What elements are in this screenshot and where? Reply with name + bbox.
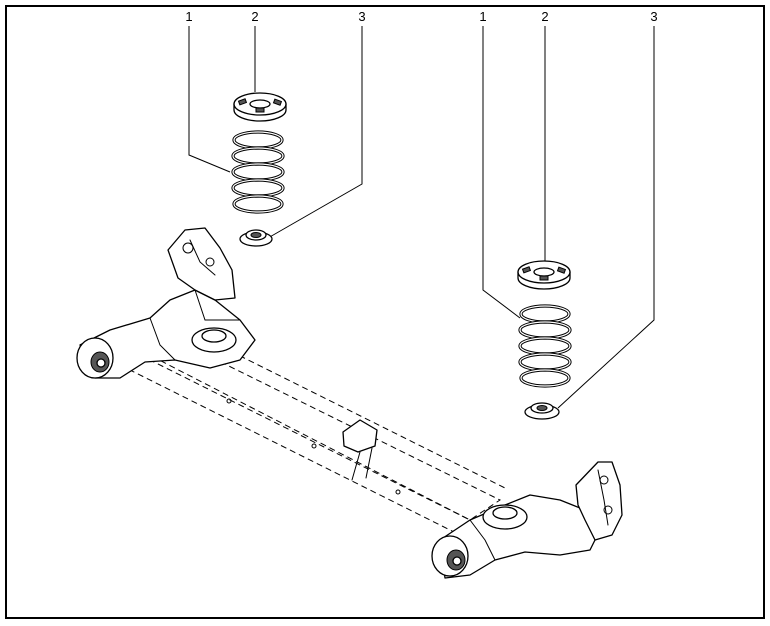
right-lower-spring-insulator	[524, 402, 560, 420]
left-coil-spring	[231, 130, 285, 214]
callout-left-2: 2	[251, 9, 258, 24]
right-coil-spring	[518, 304, 572, 388]
leader-lines	[188, 26, 655, 409]
callout-right-1: 1	[479, 9, 486, 24]
callout-left-1: 1	[185, 9, 192, 24]
diagram-frame	[5, 5, 765, 619]
left-lower-spring-insulator	[239, 229, 273, 247]
callout-left-3: 3	[358, 9, 365, 24]
right-upper-spring-seat	[517, 260, 571, 290]
rear-axle-beam	[76, 227, 623, 579]
left-upper-spring-seat	[233, 92, 287, 122]
callout-right-2: 2	[541, 9, 548, 24]
callout-right-3: 3	[650, 9, 657, 24]
